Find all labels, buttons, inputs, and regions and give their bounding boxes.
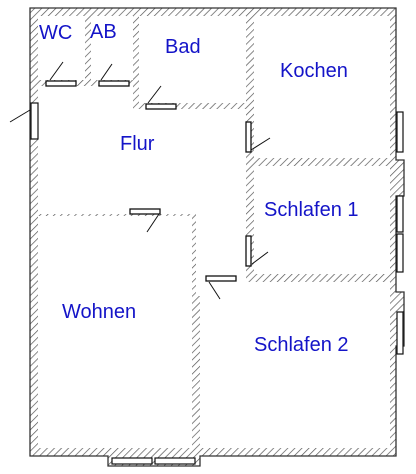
door-swing-ab bbox=[100, 63, 113, 81]
window-wohnen-b bbox=[154, 457, 196, 465]
door-kochen bbox=[245, 121, 252, 153]
room-label-flur: Flur bbox=[120, 133, 155, 155]
door-wohnen bbox=[129, 208, 161, 215]
room-schlafen2 bbox=[200, 282, 390, 448]
room-bad bbox=[139, 16, 246, 103]
room-label-bad: Bad bbox=[165, 36, 201, 58]
room-wc bbox=[38, 16, 85, 80]
room-wohnen bbox=[38, 216, 192, 448]
window-schlafen1-a bbox=[396, 195, 404, 233]
doors bbox=[9, 61, 271, 300]
door-swing-wc bbox=[49, 61, 64, 81]
window-wohnen-a bbox=[111, 457, 153, 465]
door-schlafen1 bbox=[245, 235, 252, 267]
door-swing-schlafen1 bbox=[251, 251, 269, 265]
room-label-kochen: Kochen bbox=[280, 60, 348, 82]
window-flur-left bbox=[30, 102, 39, 140]
room-label-ab: AB bbox=[90, 21, 117, 43]
door-schlafen2 bbox=[205, 275, 237, 282]
door-wc bbox=[45, 80, 77, 87]
door-swing-kochen bbox=[250, 137, 271, 151]
room-label-wohnen: Wohnen bbox=[62, 301, 136, 323]
door-swing-schlafen2 bbox=[208, 281, 221, 300]
entrance-swing bbox=[9, 109, 31, 123]
window-schlafen2 bbox=[396, 311, 404, 355]
room-labels: WC AB Bad Kochen Flur Schlafen 1 Wohnen … bbox=[39, 21, 359, 356]
room-schlafen1 bbox=[254, 166, 390, 274]
door-ab bbox=[98, 80, 130, 87]
room-flur bbox=[38, 86, 246, 296]
door-bad bbox=[145, 103, 177, 110]
room-ab bbox=[91, 16, 133, 80]
room-label-schlafen1: Schlafen 1 bbox=[264, 199, 359, 221]
windows bbox=[30, 102, 404, 465]
window-schlafen1-b bbox=[396, 233, 404, 273]
room-label-wc: WC bbox=[39, 22, 72, 44]
window-kochen bbox=[396, 111, 404, 153]
door-swing-bad bbox=[147, 85, 162, 104]
room-floors bbox=[38, 16, 390, 448]
room-kochen bbox=[254, 16, 390, 158]
door-swing-wohnen bbox=[146, 213, 160, 233]
room-label-schlafen2: Schlafen 2 bbox=[254, 334, 349, 356]
